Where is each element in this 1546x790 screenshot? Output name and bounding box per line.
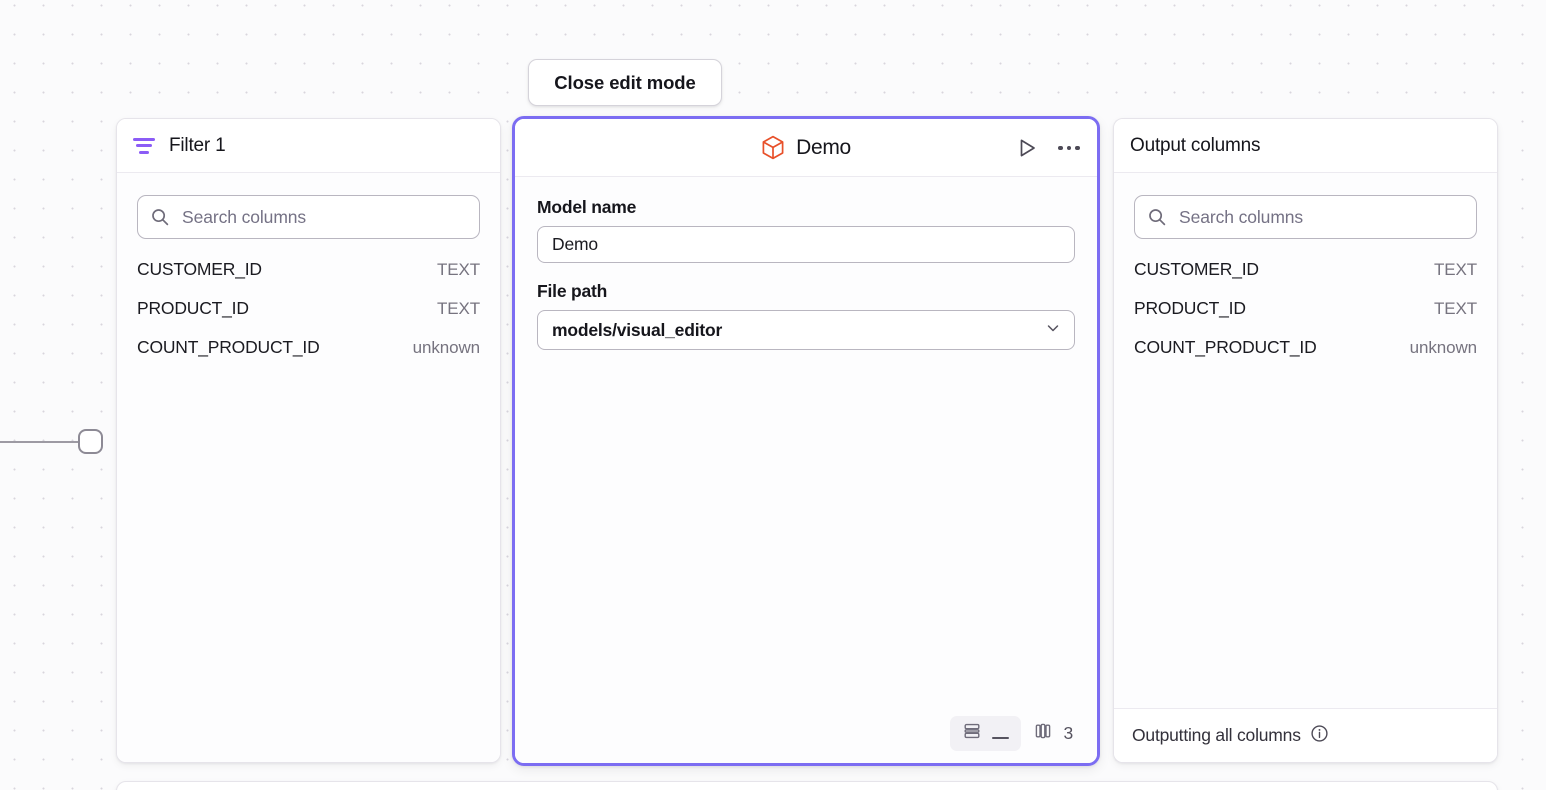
- output-search-placeholder: Search columns: [1179, 206, 1304, 227]
- column-type: TEXT: [436, 260, 480, 279]
- demo-model-panel[interactable]: Demo Model name Demo File path models/vi…: [512, 116, 1100, 766]
- output-footer: Outputting all columns: [1114, 708, 1497, 762]
- column-type: TEXT: [1433, 299, 1477, 318]
- file-path-select[interactable]: models/visual_editor: [537, 310, 1075, 350]
- column-type: unknown: [1409, 338, 1477, 357]
- output-column-list: CUSTOMER_ID TEXT PRODUCT_ID TEXT COUNT_P…: [1114, 259, 1497, 376]
- column-name: COUNT_PRODUCT_ID: [1134, 337, 1317, 357]
- column-count-stat[interactable]: 3: [1023, 716, 1083, 751]
- column-name: PRODUCT_ID: [1134, 298, 1246, 318]
- row-count-stat[interactable]: [950, 716, 1022, 751]
- filter-icon: [133, 137, 155, 154]
- column-count-value: 3: [1063, 723, 1073, 743]
- bottom-partial-panel[interactable]: [116, 781, 1498, 790]
- filter-column-list: CUSTOMER_ID TEXT PRODUCT_ID TEXT COUNT_P…: [117, 259, 500, 376]
- filter-panel-title: Filter 1: [169, 134, 226, 156]
- filter-panel-body: Search columns CUSTOMER_ID TEXT PRODUCT_…: [117, 173, 500, 762]
- file-path-value: models/visual_editor: [552, 319, 723, 340]
- connector-edge: [0, 441, 82, 443]
- demo-panel-header: Demo: [515, 119, 1097, 177]
- demo-stats-footer: 3: [950, 716, 1083, 751]
- connector-handle[interactable]: [78, 429, 103, 454]
- info-icon[interactable]: [1310, 724, 1329, 748]
- filter-search-input[interactable]: Search columns: [137, 195, 480, 239]
- output-footer-text: Outputting all columns: [1132, 725, 1301, 745]
- column-type: unknown: [412, 338, 480, 357]
- model-name-label: Model name: [537, 197, 637, 217]
- search-icon: [1147, 207, 1167, 227]
- model-name-field[interactable]: Demo: [537, 226, 1075, 263]
- output-panel-header: Output columns: [1114, 119, 1497, 173]
- column-type: TEXT: [436, 299, 480, 318]
- table-row[interactable]: PRODUCT_ID TEXT: [137, 298, 480, 337]
- table-row[interactable]: CUSTOMER_ID TEXT: [1134, 259, 1477, 298]
- close-edit-mode-button[interactable]: Close edit mode: [528, 59, 722, 106]
- table-row[interactable]: COUNT_PRODUCT_ID unknown: [137, 337, 480, 376]
- chevron-down-icon: [1044, 319, 1062, 342]
- output-columns-panel[interactable]: Output columns Search columns CUSTOMER_I…: [1113, 118, 1498, 763]
- rows-icon: [962, 721, 982, 746]
- row-count-value: [992, 723, 1010, 744]
- column-name: CUSTOMER_ID: [137, 259, 262, 279]
- output-panel-body: Search columns CUSTOMER_ID TEXT PRODUCT_…: [1114, 173, 1497, 762]
- more-options-icon[interactable]: [1055, 134, 1083, 162]
- cube-icon: [761, 135, 785, 160]
- output-search-input[interactable]: Search columns: [1134, 195, 1477, 239]
- filter-search-placeholder: Search columns: [182, 206, 307, 227]
- demo-panel-body: Model name Demo File path models/visual_…: [515, 177, 1097, 763]
- table-row[interactable]: PRODUCT_ID TEXT: [1134, 298, 1477, 337]
- column-name: COUNT_PRODUCT_ID: [137, 337, 320, 357]
- filter-panel-header: Filter 1: [117, 119, 500, 173]
- columns-icon: [1033, 721, 1053, 746]
- column-name: PRODUCT_ID: [137, 298, 249, 318]
- search-icon: [150, 207, 170, 227]
- demo-panel-title: Demo: [796, 135, 851, 159]
- filter-node-panel[interactable]: Filter 1 Search columns CUSTOMER_ID TEXT: [116, 118, 501, 763]
- output-panel-title: Output columns: [1130, 134, 1261, 156]
- table-row[interactable]: COUNT_PRODUCT_ID unknown: [1134, 337, 1477, 376]
- file-path-label: File path: [537, 281, 608, 301]
- run-icon[interactable]: [1013, 134, 1041, 162]
- column-name: CUSTOMER_ID: [1134, 259, 1259, 279]
- table-row[interactable]: CUSTOMER_ID TEXT: [137, 259, 480, 298]
- column-type: TEXT: [1433, 260, 1477, 279]
